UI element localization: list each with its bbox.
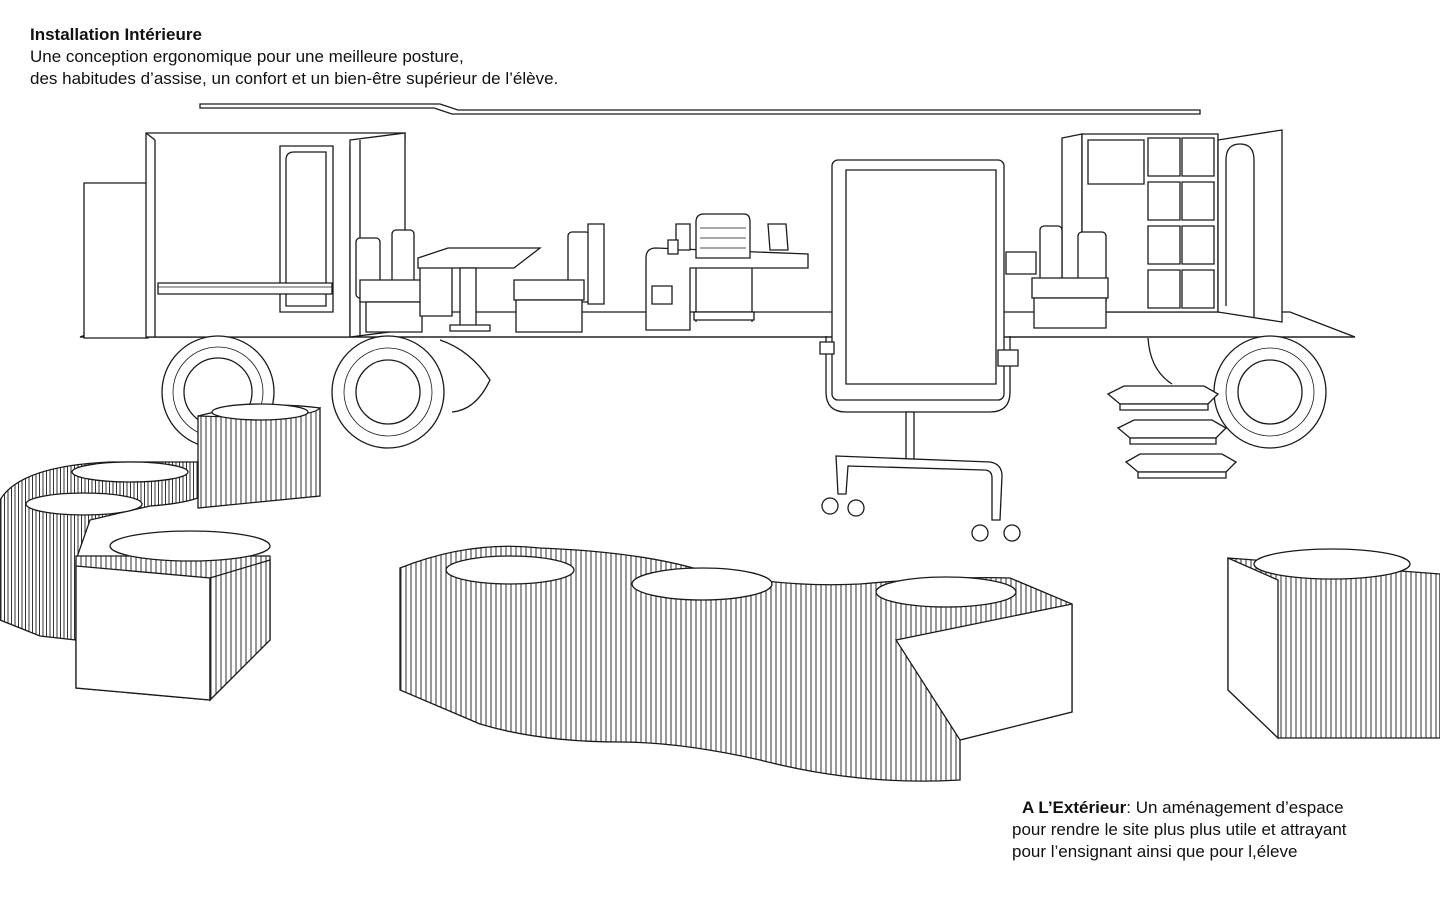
- entry-steps: [1108, 386, 1236, 478]
- folding-stool-right: [1228, 549, 1440, 738]
- interior-caption-title: Installation Intérieure: [30, 25, 202, 44]
- wheel: [1214, 336, 1326, 448]
- exterior-caption-line-2: pour rendre le site plus plus utile et a…: [1012, 820, 1347, 839]
- interior-caption-line-1: Une conception ergonomique pour une meil…: [30, 47, 464, 66]
- booth-seating-left: [356, 224, 604, 332]
- mobile-whiteboard: [820, 160, 1020, 541]
- folding-stools-left: [0, 404, 320, 700]
- truck-right-cabin: [1006, 130, 1282, 328]
- interior-caption-line-2: des habitudes d’assise, un confort et un…: [30, 69, 559, 88]
- folding-bench-center: [400, 546, 1072, 781]
- exterior-caption-label: A L’Extérieur: [1022, 798, 1127, 817]
- truck-roof: [200, 104, 1200, 114]
- exterior-caption-line-1: : Un aménagement d’espace: [1126, 798, 1344, 817]
- exterior-caption: A L’Extérieur: Un aménagement d’espace p…: [1012, 797, 1432, 863]
- exterior-caption-line-3: pour l’ensignant ainsi que pour l,éleve: [1012, 842, 1298, 861]
- truck-wheels: [162, 336, 1326, 448]
- locker-grid: [1148, 138, 1214, 308]
- truck-left-cabin: [84, 133, 405, 338]
- wheel: [332, 336, 444, 448]
- interior-caption: Installation Intérieure Une conception e…: [30, 24, 790, 90]
- teacher-desk: [646, 214, 808, 330]
